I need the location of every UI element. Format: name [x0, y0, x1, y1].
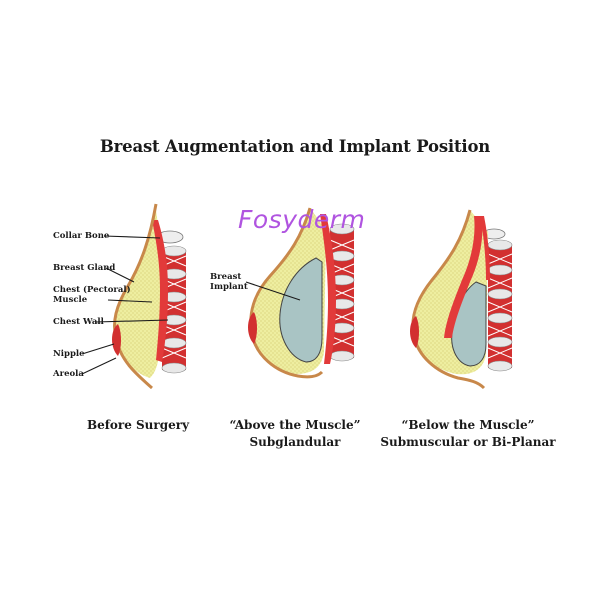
- caption-line2: Subglandular: [249, 435, 341, 449]
- label-breast-gland: Breast Gland: [53, 263, 116, 273]
- label-chest-muscle-line2: Muscle: [53, 295, 88, 305]
- leader-lines: [81, 235, 169, 375]
- caption-before-surgery: Before Surgery: [78, 417, 198, 434]
- pectoral-muscle: [444, 216, 483, 338]
- label-chest-muscle-line1: Chest (Pectoral): [53, 285, 131, 295]
- implant-leader-line: [245, 281, 301, 301]
- pectoral-muscle-upper: [480, 216, 490, 280]
- caption-line1: Before Surgery: [86, 418, 190, 432]
- caption-below-muscle: “Below the Muscle” Submuscular or Bi-Pla…: [378, 417, 558, 451]
- label-breast-implant: Breast Implant: [210, 272, 248, 292]
- caption-line1: “Below the Muscle”: [401, 418, 535, 432]
- label-breast-implant-line2: Implant: [210, 282, 248, 292]
- nipple-areola: [112, 324, 121, 356]
- caption-line2: Submuscular or Bi-Planar: [380, 435, 556, 449]
- pectoral-muscle: [320, 214, 336, 364]
- skin-outline: [113, 203, 158, 390]
- panel-before-surgery: [81, 203, 187, 390]
- pectoral-muscle: [152, 220, 168, 362]
- nipple-areola: [248, 312, 257, 344]
- label-areola: Areola: [53, 369, 84, 379]
- panel-below-muscle: [410, 209, 513, 390]
- label-breast-implant-line1: Breast: [210, 272, 242, 282]
- breast-implant: [279, 257, 323, 363]
- panel-above-muscle: [245, 207, 355, 379]
- diagram-title: Breast Augmentation and Implant Position: [99, 137, 491, 156]
- label-chest-muscle: Chest (Pectoral) Muscle: [53, 285, 131, 305]
- watermark-text: Fosyderm: [238, 205, 366, 234]
- nipple-areola: [410, 316, 419, 348]
- caption-line1: “Above the Muscle”: [229, 418, 361, 432]
- label-nipple: Nipple: [53, 349, 85, 359]
- breast-gland: [114, 210, 160, 378]
- chest-wall: [487, 239, 513, 372]
- caption-above-muscle: “Above the Muscle” Subglandular: [225, 417, 365, 451]
- label-collar-bone: Collar Bone: [53, 231, 110, 241]
- label-chest-wall: Chest Wall: [53, 317, 104, 327]
- chest-wall: [161, 245, 187, 374]
